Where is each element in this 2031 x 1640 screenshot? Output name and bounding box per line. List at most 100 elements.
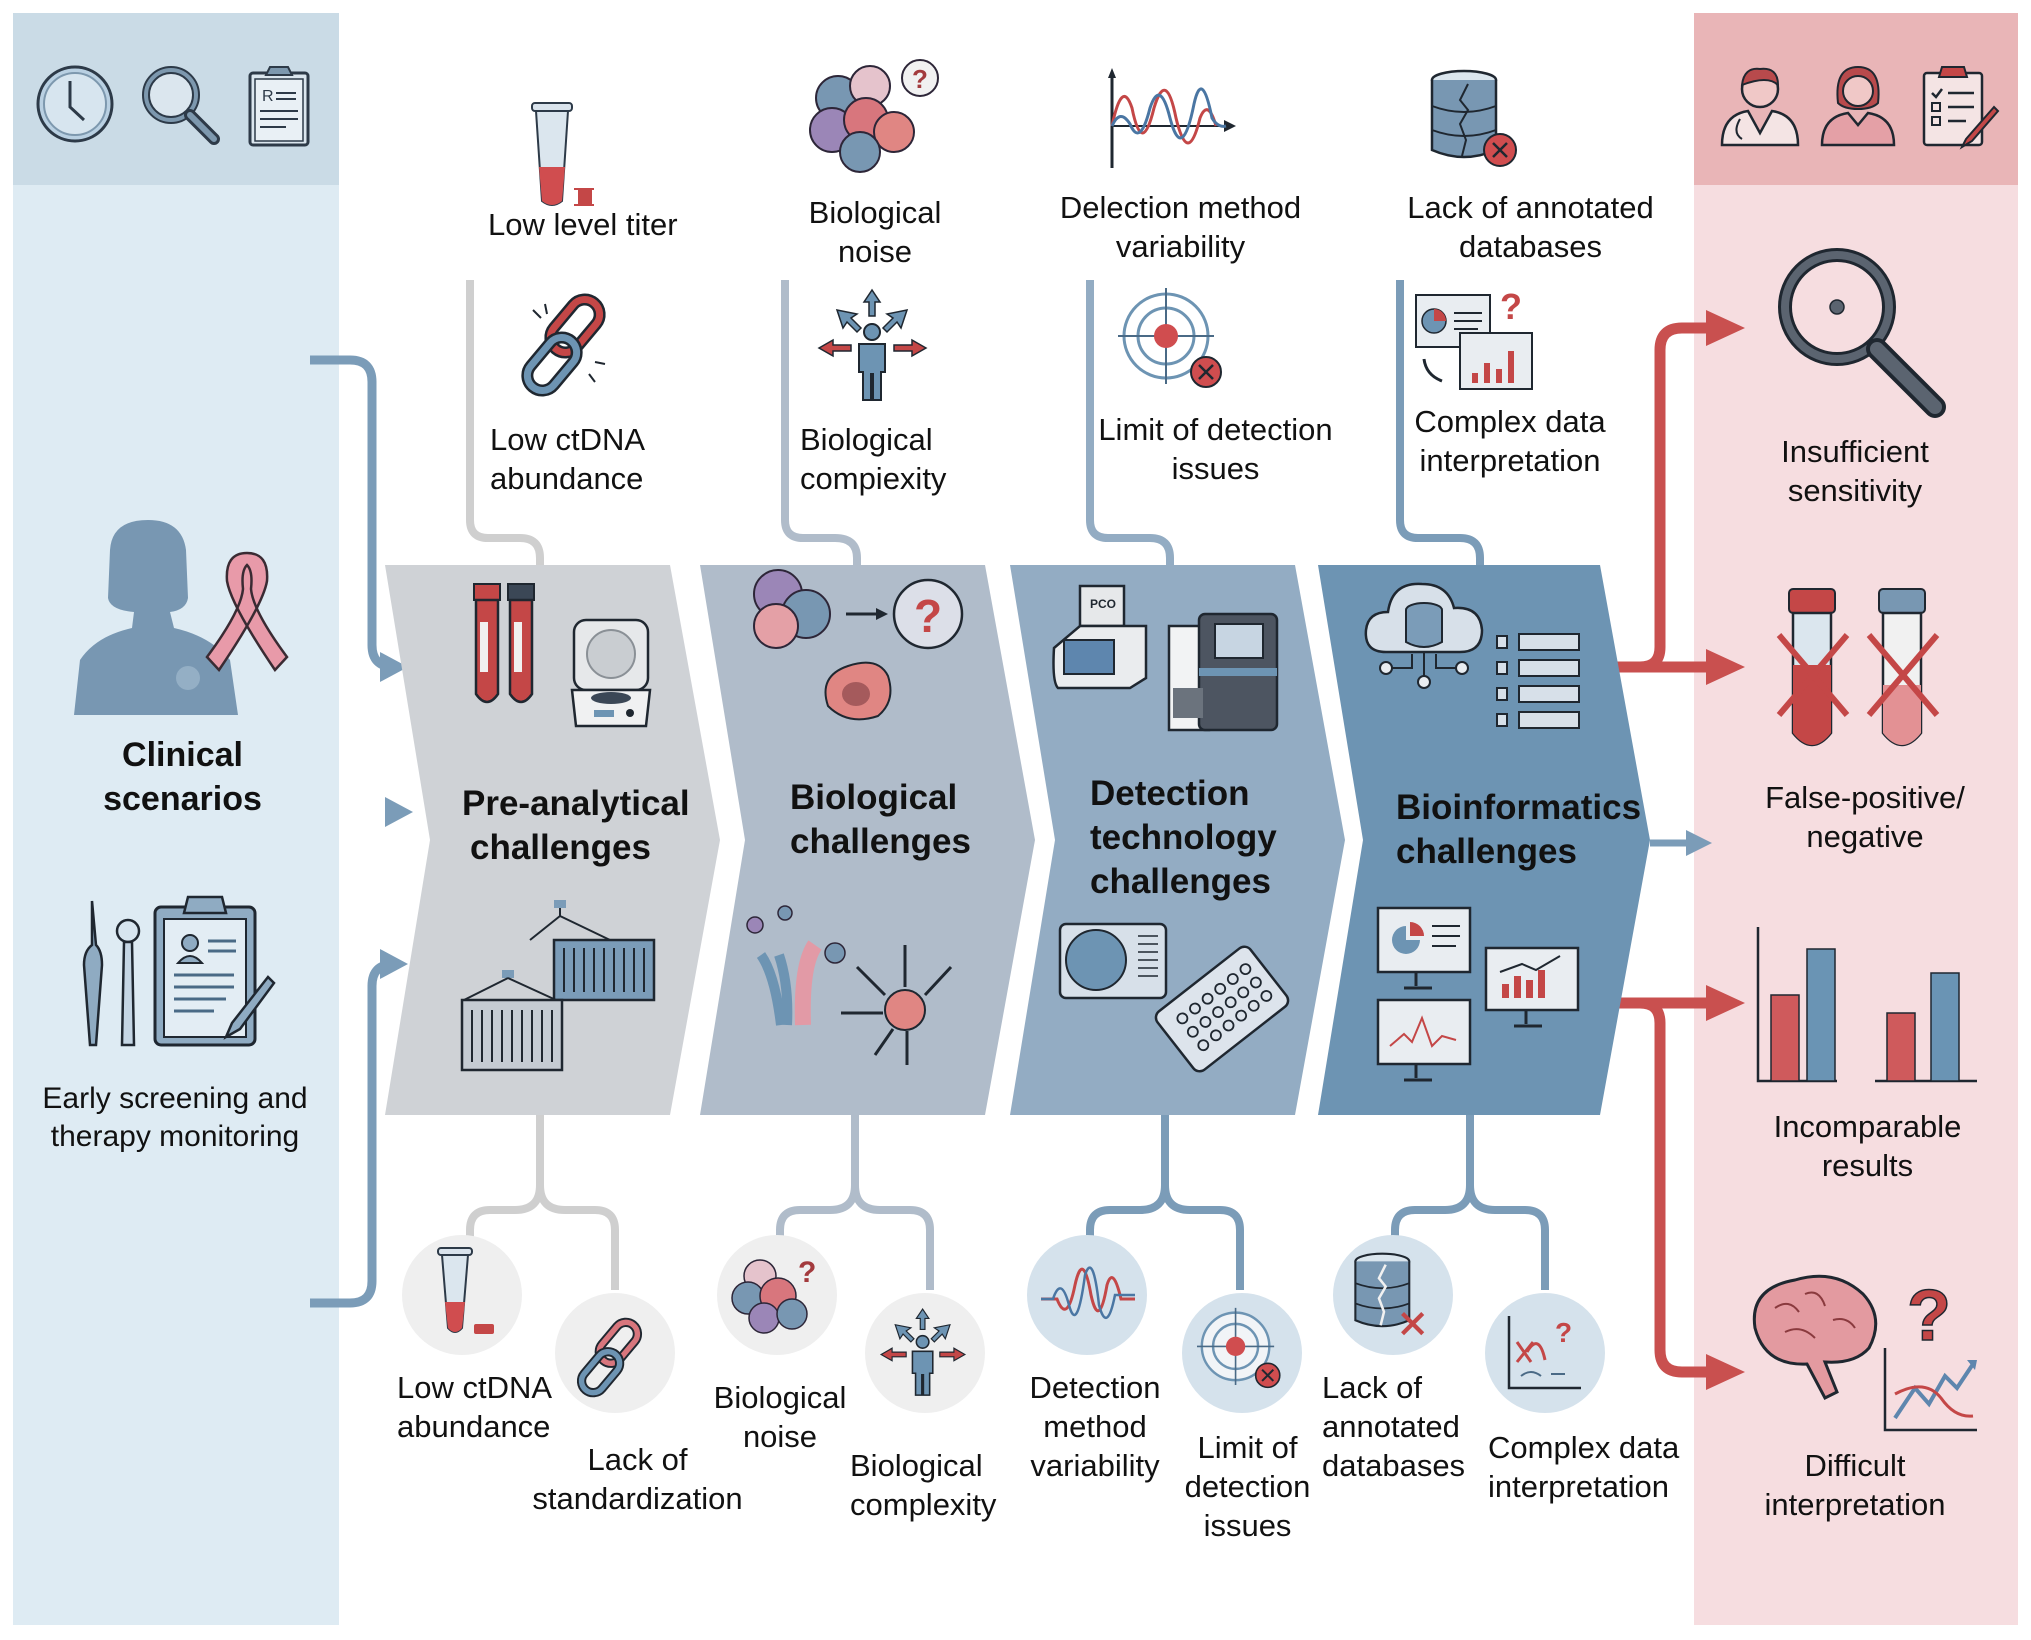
stage3-line1: Detection [1090, 774, 1250, 813]
bottom-target-icon [1197, 1307, 1281, 1389]
bottom-item-2-line1: Lack of [587, 1442, 688, 1477]
top-item-6-line2: issues [1171, 451, 1260, 486]
top-item-6-line1: Limit of detection [1098, 412, 1333, 447]
bottom-item-complex-data-interpretation: Complex data interpretation [1488, 1428, 1679, 1506]
bottom-cell-cluster-icon: ? [731, 1256, 816, 1334]
stage1-line1: Pre-analytical [462, 784, 690, 823]
target-limit-icon [1118, 288, 1222, 388]
bottom-item-5-line2: method [1043, 1409, 1147, 1444]
arrow-sensitivity-head [1706, 310, 1745, 346]
broken-database-icon [1430, 69, 1517, 167]
low-titer-tube-icon [531, 102, 594, 206]
person-arrows-icon [817, 288, 928, 401]
bottom-item-limit-of-detection: Limit of detection issues [1175, 1428, 1320, 1545]
bottom-item-5-line3: variability [1030, 1448, 1160, 1483]
stage-title-detection: Detection technology challenges [1090, 772, 1277, 904]
arrow-bottom-head [380, 949, 408, 979]
arrow-incomparable-head [1706, 985, 1745, 1021]
svg-text:R: R [262, 88, 274, 105]
bottom-circle-8 [1485, 1293, 1605, 1413]
bar-b-red [1886, 1012, 1916, 1082]
stage4-line1: Bioinformatics [1396, 788, 1642, 827]
outcome-difficult-interpretation: Difficult interpretation [1750, 1446, 1960, 1524]
bottom-item-lack-of-standardization: Lack of standardization [525, 1440, 750, 1518]
bottom-item-4-line1: Biological [850, 1448, 983, 1483]
clinical-title-line1: Clinical [122, 736, 243, 774]
svg-text:?: ? [1555, 1317, 1572, 1348]
stage-title-pre-analytical: Pre-analytical challenges [462, 782, 690, 870]
top-connector-stage3 [1086, 280, 1174, 570]
bottom-connector-stage4 [1391, 1115, 1549, 1290]
top-item-4-line2: compiexity [800, 461, 947, 496]
sequencer-icon [1167, 612, 1279, 732]
arrow-top-head [380, 652, 408, 682]
bottom-item-6-line3: issues [1203, 1508, 1292, 1543]
pcr-machine-icon: PCO [1052, 584, 1148, 690]
bottom-item-1-line2: abundance [397, 1409, 551, 1444]
bottom-item-biological-noise: Biological noise [705, 1378, 855, 1456]
svg-text:?: ? [914, 590, 942, 642]
cancer-ribbon-icon [205, 551, 289, 673]
bottom-item-3-line2: noise [742, 1419, 818, 1454]
stage4-line2: challenges [1396, 832, 1577, 871]
stage2-line1: Biological [790, 778, 958, 817]
top-item-low-ctdna-abundance: Low ctDNA abundance [490, 420, 645, 498]
top-item-5-line2: variability [1115, 229, 1246, 264]
bottom-item-1-line1: Low ctDNA [397, 1370, 553, 1405]
stage2-line2: challenges [790, 822, 971, 861]
clinical-title-line2: scenarios [103, 780, 262, 818]
bottom-waveform-icon [1041, 1266, 1135, 1319]
microarray-scanner-icon [1058, 922, 1168, 1000]
bottom-broken-database-icon [1354, 1252, 1425, 1336]
data-list-icon [1496, 633, 1580, 729]
outcome-3-line2: results [1821, 1148, 1914, 1183]
top-item-low-level-titer: Low level titer [488, 207, 678, 242]
cell-cluster-question-icon: ? [809, 59, 939, 173]
svg-text:?: ? [1907, 1276, 1951, 1356]
assay-plate-icon [1154, 945, 1290, 1073]
top-connector-stage2 [781, 280, 861, 570]
top-item-2-line2: abundance [490, 461, 644, 496]
top-item-8-line1: Complex data [1414, 404, 1606, 439]
bottom-tube-icon [437, 1247, 494, 1334]
checklist-icon [1922, 66, 2000, 150]
bottom-connector-stage1 [466, 1115, 619, 1290]
bottom-item-8-line1: Complex data [1488, 1430, 1680, 1465]
stage-title-biological: Biological challenges [790, 776, 971, 864]
clipboard-icon: R [248, 66, 310, 147]
bar-a-red [1770, 994, 1800, 1082]
bottom-item-8-line2: interpretation [1488, 1469, 1669, 1504]
top-connector-stage1 [466, 280, 544, 570]
subtitle-line1: Early screening and [42, 1082, 308, 1115]
outcome-false-positive-negative: False-positive/ negative [1740, 778, 1990, 856]
medical-tools-icon [82, 900, 141, 1047]
bottom-item-3-line1: Biological [713, 1380, 847, 1415]
bottom-item-7-line2: annotated [1322, 1409, 1460, 1444]
outcome-2-line2: negative [1806, 819, 1924, 854]
outcome-1-line1: Insufficient [1781, 434, 1929, 469]
centrifuge-icon [570, 618, 652, 728]
waveform-icon [1108, 68, 1236, 168]
arrow-fp-head [1706, 649, 1745, 685]
top-item-limit-of-detection: Limit of detection issues [1088, 410, 1343, 488]
bottom-item-biological-complexity: Biological complexity [850, 1446, 996, 1524]
bottom-person-arrows-icon [879, 1308, 967, 1396]
bottom-item-7-line1: Lack of [1322, 1370, 1422, 1405]
patient-record-clipboard-icon [153, 895, 276, 1047]
bottom-item-4-line2: complexity [850, 1487, 997, 1522]
bottom-connector-stage3 [1086, 1115, 1244, 1290]
analytics-monitors-icon [1376, 906, 1580, 1082]
svg-text:?: ? [798, 1256, 816, 1289]
outcome-incomparable-results: Incomparable results [1755, 1107, 1980, 1185]
false-result-tubes-icon [1776, 588, 1940, 747]
arrow-mid-out-head [1686, 830, 1712, 856]
svg-text:PCO: PCO [1090, 597, 1116, 611]
incomparable-results-bar-chart-icon [1756, 927, 1977, 1083]
top-item-7-line1: Lack of annotated [1407, 190, 1654, 225]
stage3-line2: technology [1090, 818, 1277, 857]
subtitle-line2: therapy monitoring [50, 1120, 300, 1153]
bar-b-blue [1930, 972, 1960, 1082]
top-item-biological-noise: Biological noise [800, 193, 950, 271]
top-item-2-line1: Low ctDNA [490, 422, 646, 457]
